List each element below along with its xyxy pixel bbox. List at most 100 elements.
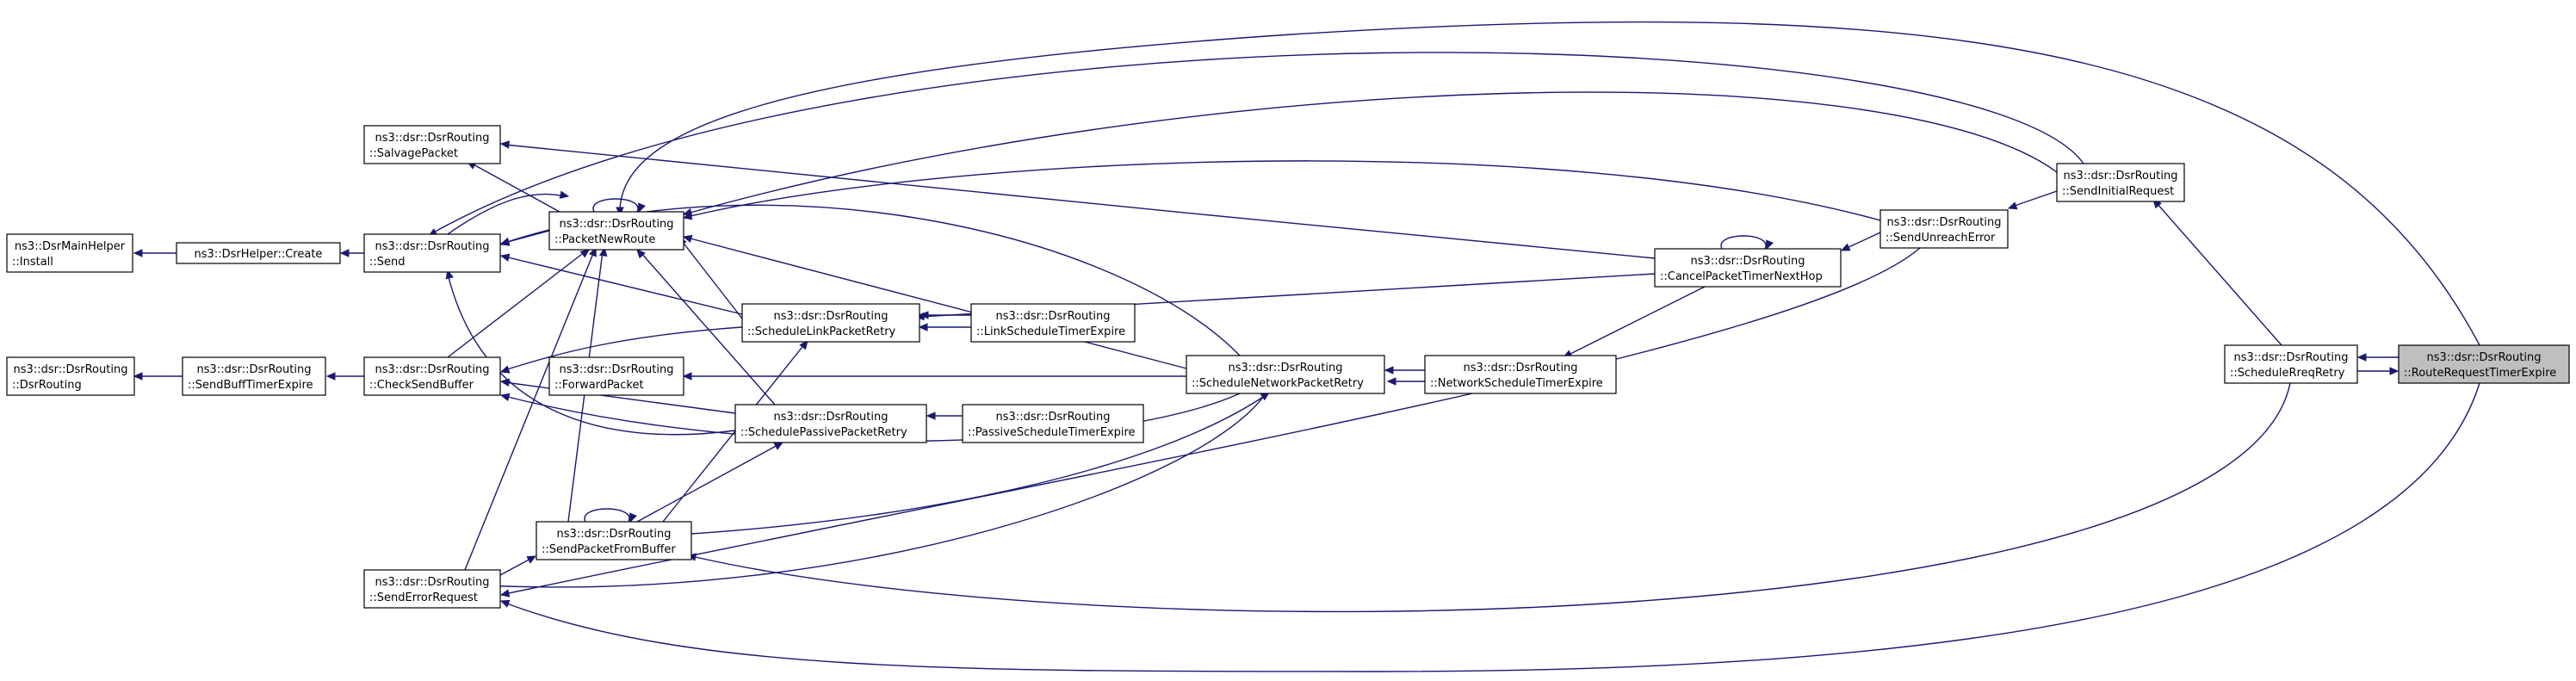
node-salvage[interactable]: ns3::dsr::DsrRouting::SalvagePacket — [363, 125, 501, 164]
node-sbte[interactable]: ns3::dsr::DsrRouting::SendBuffTimerExpir… — [182, 356, 326, 396]
node-install[interactable]: ns3::DsrMainHelper::Install — [6, 233, 133, 273]
arrowhead — [499, 599, 511, 608]
edge-srr-spfb — [686, 382, 2291, 613]
edge-spfb-sppr — [636, 442, 784, 523]
node-label-line2: ::SalvagePacket — [369, 147, 458, 160]
nodes: ns3::DsrMainHelper::Install ns3::DsrHelpe… — [6, 125, 2570, 609]
node-label-line1: ns3::dsr::DsrRouting — [996, 310, 1111, 323]
node-pste[interactable]: ns3::dsr::DsrRouting::PassiveScheduleTim… — [962, 404, 1144, 443]
edge-csb-pnr — [447, 249, 590, 358]
edge-cptnh-salvage — [499, 140, 1656, 259]
edge-line — [447, 273, 736, 436]
edge-line — [471, 163, 560, 213]
node-lste[interactable]: ns3::dsr::DsrRouting::LinkScheduleTimerE… — [970, 303, 1136, 343]
edge-sbte-ctor — [133, 372, 183, 381]
edge-line — [464, 251, 595, 571]
edge-line — [1566, 286, 1706, 356]
node-slpr[interactable]: ns3::dsr::DsrRouting::ScheduleLinkPacket… — [741, 303, 920, 343]
node-spfb[interactable]: ns3::dsr::DsrRouting::SendPacketFromBuff… — [536, 521, 692, 560]
edge-line — [690, 394, 1266, 535]
edge-sue-cptnh — [1840, 232, 1881, 251]
node-box — [6, 233, 133, 273]
node-label-line1: ns3::dsr::DsrRouting — [774, 310, 889, 323]
arrowhead — [1384, 366, 1394, 375]
node-sir[interactable]: ns3::dsr::DsrRouting::SendInitialRequest — [2056, 163, 2185, 202]
node-create[interactable]: ns3::DsrHelper::Create — [176, 242, 341, 264]
node-label-line1: ns3::dsr::DsrRouting — [774, 411, 889, 424]
edge-slpr-csb — [499, 326, 743, 374]
edge-pnr-self — [592, 198, 646, 214]
edge-nste-snpr2 — [1386, 377, 1425, 386]
arrowhead — [799, 340, 808, 350]
node-label-line1: ns3::dsr::DsrRouting — [1464, 362, 1578, 375]
edge-rrte-srr — [2356, 353, 2399, 362]
node-snpr[interactable]: ns3::dsr::DsrRouting::ScheduleNetworkPac… — [1186, 355, 1385, 394]
edge-pnr-salvage — [466, 161, 560, 213]
arrowhead — [638, 202, 646, 214]
edge-line — [1844, 232, 1881, 250]
edge-line — [686, 237, 1187, 369]
node-box — [962, 404, 1144, 443]
node-box — [2398, 344, 2570, 384]
node-label-line2: ::PassiveScheduleTimerExpire — [968, 426, 1136, 439]
edge-line — [447, 251, 586, 358]
edge-line — [619, 21, 2480, 346]
node-box — [970, 303, 1136, 343]
edge-rrte-ser — [499, 382, 2480, 672]
arrowhead — [499, 140, 510, 149]
edge-srr-rrte — [2357, 367, 2400, 375]
edge-line — [1720, 235, 1767, 250]
arrowhead — [682, 372, 692, 381]
edge-send-pnr — [447, 190, 570, 235]
edge-line — [2011, 190, 2058, 207]
arrowhead — [499, 378, 511, 387]
node-box — [548, 211, 684, 251]
edge-srr-sir — [2152, 199, 2282, 346]
node-cptnh[interactable]: ns3::dsr::DsrRouting::CancelPacketTimerN… — [1654, 248, 1842, 288]
arrowhead — [636, 249, 646, 259]
edge-csb-sbte — [325, 372, 364, 381]
node-label-line1: ns3::dsr::DsrRouting — [197, 363, 312, 376]
node-label-line1: ns3::dsr::DsrRouting — [375, 240, 490, 253]
node-label-line2: ::Send — [369, 256, 406, 269]
node-sppr[interactable]: ns3::dsr::DsrRouting::SchedulePassivePac… — [734, 404, 927, 443]
node-nste[interactable]: ns3::dsr::DsrRouting::NetworkScheduleTim… — [1424, 355, 1617, 394]
arrowhead — [629, 512, 637, 523]
node-box — [1879, 209, 2009, 249]
arrowhead — [1766, 239, 1774, 251]
node-send[interactable]: ns3::dsr::DsrRouting::Send — [363, 233, 501, 273]
node-label-line2: ::SendBuffTimerExpire — [188, 379, 313, 392]
arrowhead — [499, 253, 511, 262]
edge-sue-ser — [499, 247, 1921, 597]
node-rrte[interactable]: ns3::dsr::DsrRouting::RouteRequestTimerE… — [2398, 344, 2570, 384]
edge-line — [504, 144, 1656, 259]
node-csb[interactable]: ns3::dsr::DsrRouting::CheckSendBuffer — [363, 356, 501, 396]
node-label-line1: ns3::dsr::DsrRouting — [2064, 170, 2178, 183]
edge-spfb-self — [584, 508, 637, 523]
node-ser[interactable]: ns3::dsr::DsrRouting::SendErrorRequest — [363, 569, 501, 609]
edge-line — [2156, 202, 2282, 346]
arrowhead — [682, 207, 693, 217]
edge-line — [686, 160, 1881, 221]
node-pnr[interactable]: ns3::dsr::DsrRouting::PacketNewRoute — [548, 211, 684, 251]
node-label-line2: ::ScheduleNetworkPacketRetry — [1192, 377, 1364, 390]
edge-line — [681, 240, 743, 319]
node-sue[interactable]: ns3::dsr::DsrRouting::SendUnreachError — [1879, 209, 2009, 249]
node-box — [741, 303, 920, 343]
edge-line — [504, 381, 736, 414]
arrowhead — [526, 555, 537, 564]
edge-line — [499, 557, 533, 576]
edge-line — [504, 247, 1921, 595]
arrowhead — [499, 393, 511, 401]
node-ctor[interactable]: ns3::dsr::DsrRouting::DsrRouting — [6, 356, 135, 396]
node-label-line2: ::CheckSendBuffer — [369, 379, 474, 392]
node-box — [363, 125, 501, 164]
node-box — [176, 242, 341, 264]
node-label-line2: ::ScheduleRreqRetry — [2230, 367, 2345, 380]
arrowhead — [499, 238, 511, 246]
node-box — [6, 356, 135, 396]
node-label-line2: ::SendErrorRequest — [369, 591, 478, 604]
node-srr[interactable]: ns3::dsr::DsrRouting::ScheduleRreqRetry — [2224, 344, 2358, 384]
node-label-line2: ::DsrRouting — [12, 379, 82, 392]
node-fwd[interactable]: ns3::dsr::DsrRouting::ForwardPacket — [548, 356, 684, 396]
